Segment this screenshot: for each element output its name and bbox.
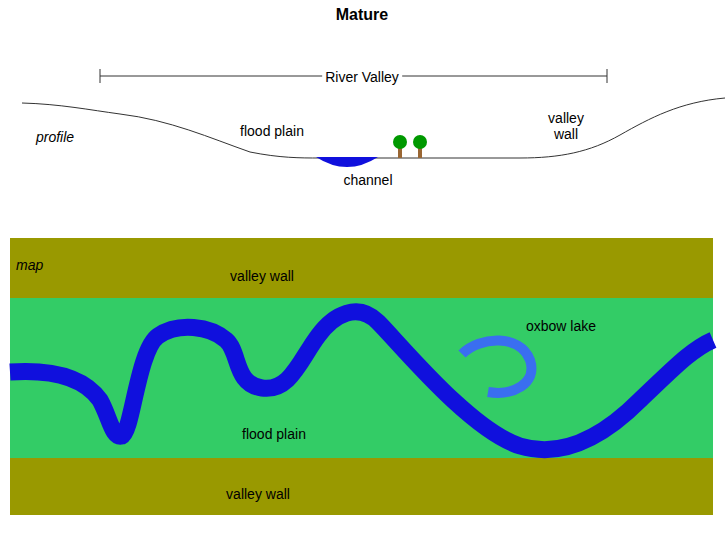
- profile-line: [22, 98, 725, 158]
- label-wrap: channel: [343, 171, 392, 189]
- label-wrap: flood plain: [240, 122, 304, 140]
- title-wrap: Mature: [336, 6, 388, 24]
- band-label-wrap: valley wall: [230, 267, 294, 285]
- profile-part-label: flood plain: [240, 123, 304, 139]
- label-wrap: map: [16, 256, 43, 274]
- band-label: valley wall: [226, 486, 290, 502]
- diagram-title: Mature: [336, 6, 388, 23]
- river: [10, 312, 713, 450]
- profile-part-label: valley wall: [540, 110, 592, 142]
- valley-wall-band: valley wall: [10, 238, 713, 298]
- label-wrap: valley wall: [540, 110, 592, 142]
- label-wrap: River Valley: [322, 68, 402, 86]
- oxbow-lake: [462, 340, 531, 392]
- view-label: profile: [36, 129, 74, 145]
- band-label: valley wall: [230, 268, 294, 284]
- valley-span-label: River Valley: [322, 69, 402, 85]
- view-label: map: [16, 257, 43, 273]
- trees: [393, 135, 427, 158]
- map-feature-label: oxbow lake: [526, 318, 596, 334]
- bracket-tick: [100, 69, 101, 83]
- channel-water: [316, 157, 378, 167]
- band-label-wrap: valley wall: [226, 485, 290, 503]
- label-wrap: oxbow lake: [526, 317, 596, 335]
- valley-wall-band: valley wall: [10, 458, 713, 515]
- band-label: flood plain: [242, 426, 306, 442]
- profile-part-label: channel: [343, 172, 392, 188]
- tree-crown: [393, 135, 407, 149]
- label-wrap: profile: [36, 128, 74, 146]
- tree-crown: [413, 135, 427, 149]
- band-label-wrap: flood plain: [242, 425, 306, 443]
- bracket-tick: [607, 69, 608, 83]
